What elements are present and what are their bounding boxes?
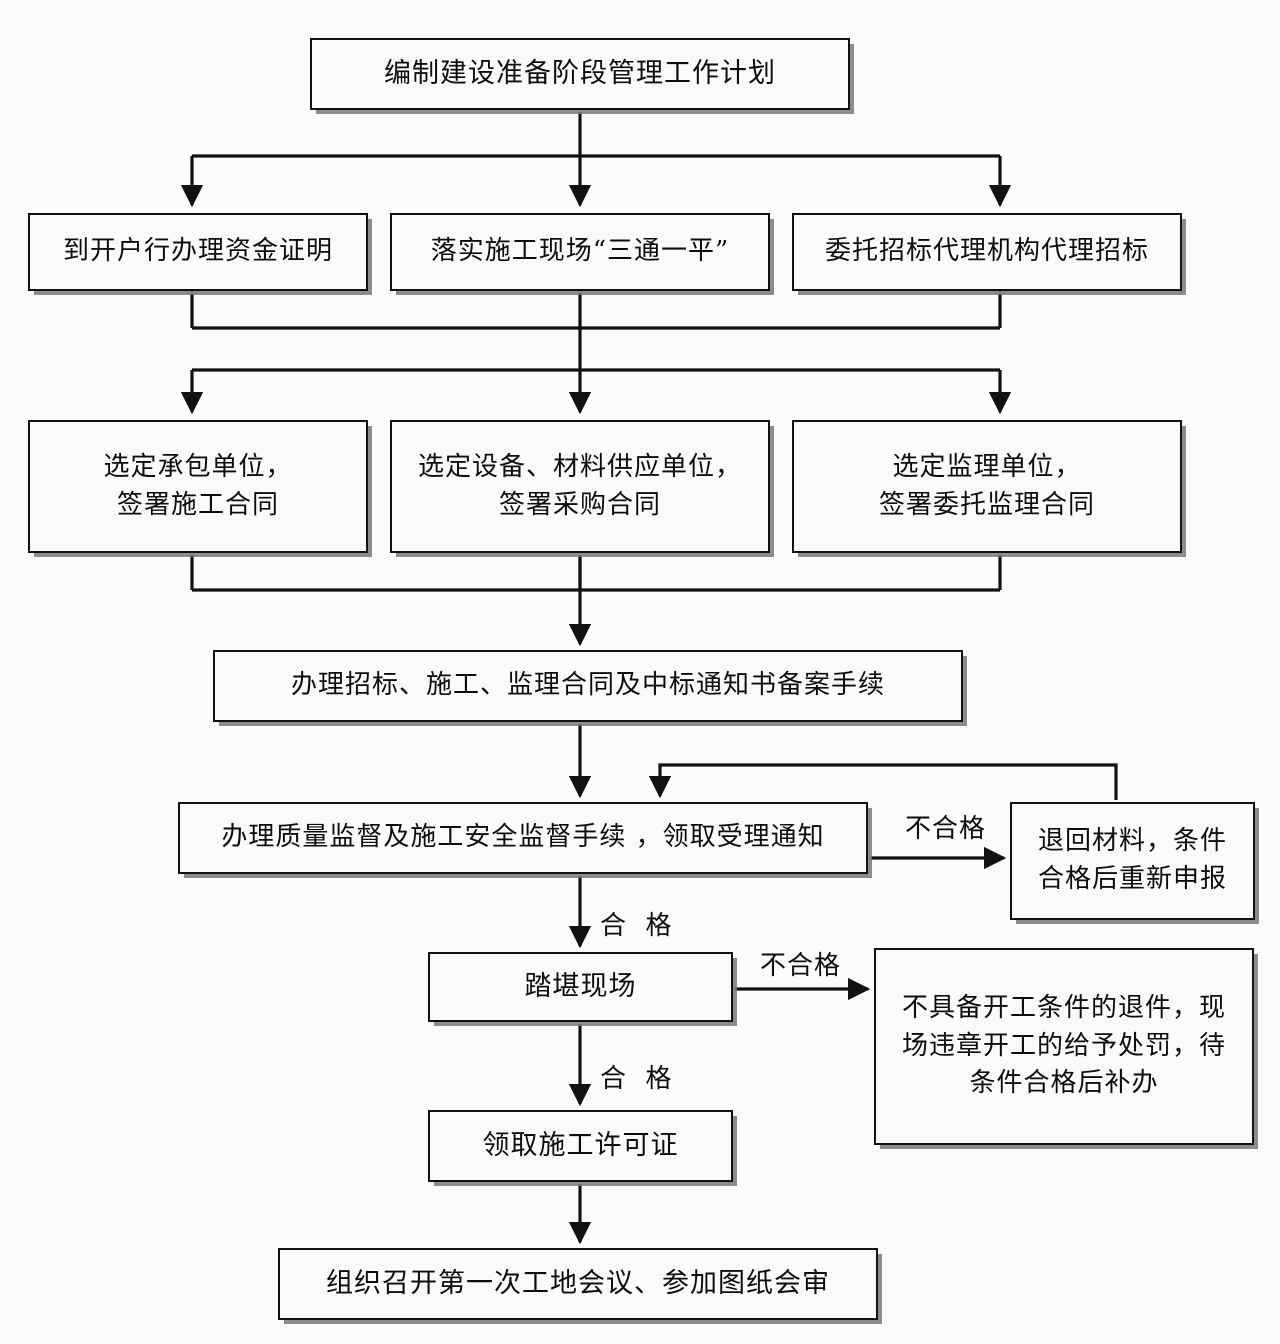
node-fund-certificate-line-0: 到开户行办理资金证明 — [62, 236, 333, 267]
connector-return-feedback — [648, 763, 1118, 800]
node-reject-notice-line-2: 条件合格后补办 — [969, 1068, 1159, 1099]
node-site-prep-line-0: 落实施工现场“三通一平” — [430, 236, 730, 267]
node-plan-line-0: 编制建设准备阶段管理工作计划 — [384, 58, 776, 90]
edge-label-unqualified-quality: 不合格 — [905, 814, 987, 844]
node-contract-filing[interactable]: 办理招标、施工、监理合同及中标通知书备案手续 — [213, 650, 963, 722]
node-contractor-line-0: 选定承包单位， — [103, 451, 293, 482]
node-reject-notice-line-0: 不具备开工条件的退件，现 — [901, 992, 1226, 1023]
node-contractor-line-1: 签署施工合同 — [116, 489, 279, 520]
node-supplier[interactable]: 选定设备、材料供应单位， 签署采购合同 — [390, 420, 770, 553]
node-site-survey-line-0: 踏堪现场 — [524, 971, 637, 1003]
edge-label-qualified-to-permit: 合 格 — [600, 1064, 673, 1094]
node-supervisor[interactable]: 选定监理单位， 签署委托监理合同 — [792, 420, 1182, 553]
node-site-survey[interactable]: 踏堪现场 — [428, 952, 733, 1022]
node-supplier-line-0: 选定设备、材料供应单位， — [417, 451, 742, 482]
node-bidding-agency-line-0: 委托招标代理机构代理招标 — [824, 236, 1149, 267]
node-site-prep[interactable]: 落实施工现场“三通一平” — [390, 213, 770, 291]
node-contractor[interactable]: 选定承包单位， 签署施工合同 — [28, 420, 368, 553]
node-supervisor-line-1: 签署委托监理合同 — [878, 489, 1095, 520]
node-return-materials[interactable]: 退回材料，条件 合格后重新申报 — [1010, 802, 1255, 920]
node-first-site-meeting-line-0: 组织召开第一次工地会议、参加图纸会审 — [326, 1268, 830, 1300]
node-plan[interactable]: 编制建设准备阶段管理工作计划 — [310, 38, 850, 110]
edge-label-unqualified-survey: 不合格 — [760, 951, 842, 981]
node-contract-filing-line-0: 办理招标、施工、监理合同及中标通知书备案手续 — [290, 670, 885, 701]
node-fund-certificate[interactable]: 到开户行办理资金证明 — [28, 213, 368, 291]
node-return-materials-line-0: 退回材料，条件 — [1037, 826, 1227, 857]
edge-label-qualified-to-survey: 合 格 — [600, 911, 673, 941]
node-supplier-line-1: 签署采购合同 — [498, 489, 661, 520]
node-quality-supervision[interactable]: 办理质量监督及施工安全监督手续 ，领取受理通知 — [178, 802, 868, 874]
node-construction-permit[interactable]: 领取施工许可证 — [428, 1110, 733, 1182]
node-construction-permit-line-0: 领取施工许可证 — [482, 1130, 679, 1162]
node-supervisor-line-0: 选定监理单位， — [892, 451, 1082, 482]
node-reject-notice-line-1: 场违章开工的给予处罚，待 — [901, 1030, 1226, 1061]
node-reject-notice[interactable]: 不具备开工条件的退件，现 场违章开工的给予处罚，待 条件合格后补办 — [874, 948, 1254, 1145]
node-return-materials-line-1: 合格后重新申报 — [1037, 864, 1227, 894]
node-first-site-meeting[interactable]: 组织召开第一次工地会议、参加图纸会审 — [278, 1248, 878, 1320]
node-bidding-agency[interactable]: 委托招标代理机构代理招标 — [792, 213, 1182, 291]
node-quality-supervision-line-0: 办理质量监督及施工安全监督手续 ，领取受理通知 — [221, 822, 825, 853]
